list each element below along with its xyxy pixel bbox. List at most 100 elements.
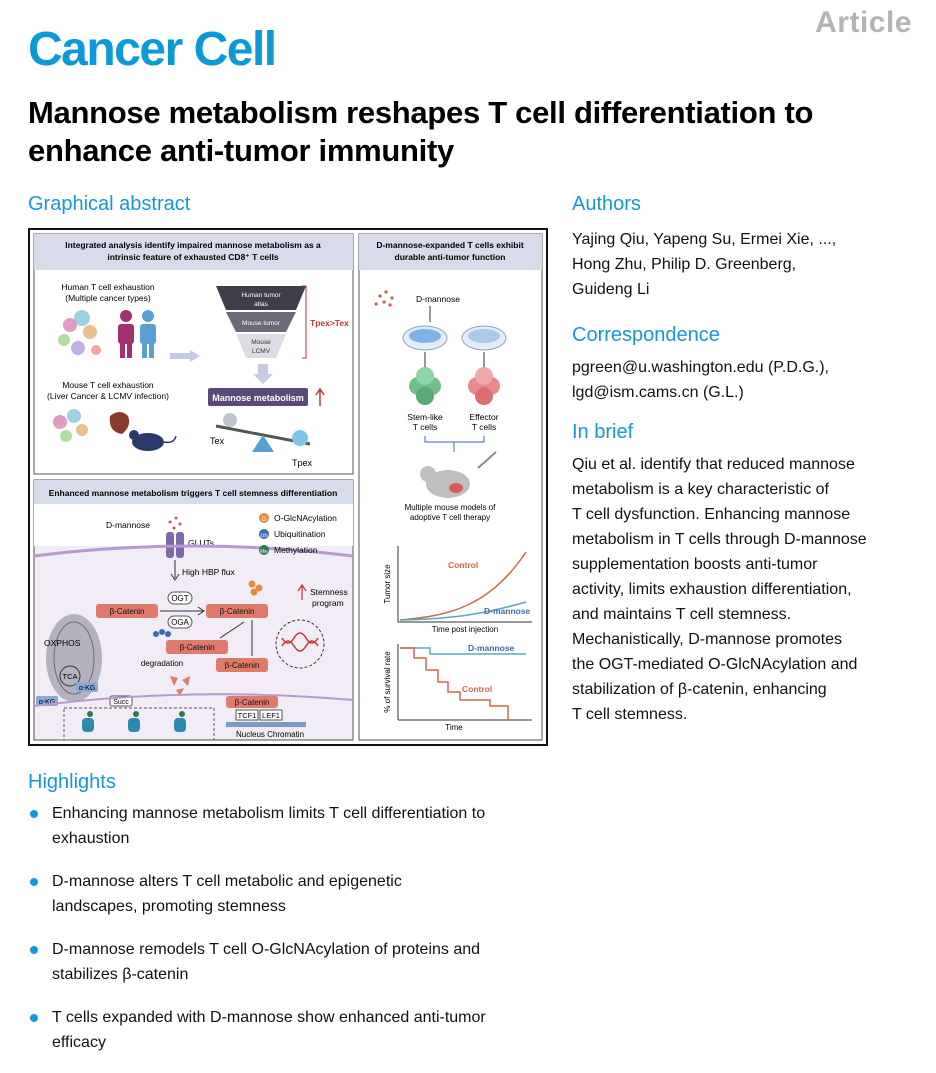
stem-like-label: T cells [413,422,437,432]
models-label: adoptive T cell therapy [410,513,490,522]
akg-label: α-KG [39,699,56,706]
bcatenin-label: β-Catenin [180,643,215,652]
glcnac-label: O-GlcNAcylation [274,513,337,523]
highlight-line: D-mannose remodels T cell O-GlcNAcylatio… [52,941,481,958]
nucleosome-icon [82,711,186,732]
dmannose-label: D-mannose [106,520,150,530]
glcnac-badge-icon [259,513,269,523]
authors-line: Guideng Li [572,281,650,298]
dmannose-dots-icon [168,516,182,530]
highlight-line: D-mannose alters T cell metabolic and ep… [52,873,402,890]
survival-chart: D-mannose Control % of survival rate Tim… [383,643,532,732]
bullet-icon [30,1014,38,1022]
up-arrow-icon [297,583,307,600]
brief-line: the OGT-mediated O-GlcNAcylation and [572,656,858,673]
highlight-item: T cells expanded with D-mannose show enh… [28,1005,568,1055]
bcatenin-label: β-Catenin [225,661,260,670]
article-tag: Article [815,6,912,39]
brief-line: supplementation boosts anti-tumor [572,556,818,573]
brief-line: Qiu et al. identify that reduced mannose [572,456,855,473]
mannose-metabolism-label: Mannose metabolism [212,393,304,403]
bcatenin-box [96,604,158,618]
stemness-label: Stemness [310,587,348,597]
degradation-label: degradation [141,659,183,668]
tsne-cluster-icon [58,310,101,355]
ubiq-badge-icon [259,529,269,539]
survival-xlabel: Time [445,723,463,732]
oxphos-label: OXPHOS [44,638,81,648]
brief-line: T cell dysfunction. Enhancing mannose [572,506,851,523]
bcatenin-box [226,696,278,708]
nuclear-membrane [33,693,354,707]
control-label: Control [448,560,478,570]
panel1-header-bg [34,234,353,270]
dna-strand-icon [226,722,306,727]
control-curve [399,551,527,621]
tsne-cluster-icon [53,409,88,442]
bcatenin-label: β-Catenin [220,607,255,616]
tumor-size-chart: Control D-mannose Tumor size Time post i… [383,546,532,634]
authors-heading: Authors [572,193,641,215]
brief-line: and maintains T cell stemness. [572,606,792,623]
ubiq-badge: Ub [260,533,267,539]
methyl-badge: Me [260,549,268,555]
highlight-line: landscapes, promoting stemness [52,898,286,915]
panel1-title: Integrated analysis identify impaired ma… [65,240,321,250]
authors-line: Hong Zhu, Philip D. Greenberg, [572,256,797,273]
bracket-line [302,285,307,359]
highlight-line: efficacy [52,1034,106,1051]
funnel-label: Mouse tumor [242,320,281,327]
dmannose-label: D-mannose [484,606,531,616]
journal-name: Cancer Cell [28,23,277,76]
panel3-title: Enhanced mannose metabolism triggers T c… [49,488,338,498]
funnel-label: atlas [254,301,268,308]
hbp-label: High HBP flux [182,567,236,577]
email-link[interactable]: pgreen@u.washington.edu (P.D.G.), [572,359,829,376]
survival-ylabel: % of survival rate [383,651,392,713]
tca-cycle-icon [59,665,81,687]
effector-cell-icon [468,367,500,405]
dmannose-curve [399,601,527,621]
ubiquitin-chain-icon [153,629,171,637]
highlight-line: T cells expanded with D-mannose show enh… [52,1009,486,1026]
effector-label: Effector [469,412,498,422]
arrow-shaft [170,353,190,359]
highlight-item: Enhancing mannose metabolism limits T ce… [28,801,568,851]
lef1-label: LEF1 [262,711,280,720]
bullet-icon [30,878,38,886]
panel2-title: D-mannose-expanded T cells exhibit [376,240,524,250]
dna-helix-icon [281,632,319,644]
extracellular-area [34,504,353,546]
chromatin-zoom-box [63,707,215,741]
akg-box [76,682,98,692]
brief-line: metabolism in T cells through D-mannose [572,531,867,548]
highlight-line: stabilizes β-catenin [52,966,189,983]
tcf1-label: TCF1 [238,711,257,720]
glcnac-badge: G [261,516,266,523]
mitochondria-icon [46,614,102,702]
bcatenin-box [166,640,228,654]
highlights-list: Enhancing mannose metabolism limits T ce… [28,801,568,1073]
correspondence-emails[interactable]: pgreen@u.washington.edu (P.D.G.), lgd@is… [572,355,912,405]
mouse-icon [420,451,497,498]
tpex-tex-label: Tpex>Tex [310,318,349,328]
bullet-icon [30,810,38,818]
lef1-box [259,709,283,721]
authors-line: Yajing Qiu, Yapeng Su, Ermei Xie, ..., [572,231,837,248]
brief-line: stabilization of β-catenin, enhancing [572,681,827,698]
highlight-item: D-mannose alters T cell metabolic and ep… [28,869,568,919]
petri-dish-icon [461,325,507,351]
control-curve [400,647,509,720]
dna-zoom-circle [275,619,325,669]
stem-like-label: Stem-like [407,412,443,422]
in-brief-heading: In brief [572,421,634,443]
methyl-label: Methylation [274,545,318,555]
human-figures-icon [118,310,156,358]
human-exhaustion-label: Human T cell exhaustion [61,282,155,292]
email-link[interactable]: lgd@ism.cams.cn (G.L.) [572,384,744,401]
dmannose-dots-icon [374,290,394,307]
succ-label: Succ [113,699,129,706]
highlights-heading: Highlights [28,771,116,793]
mouse-exhaustion-label: Mouse T cell exhaustion [62,380,154,390]
tex-label: Tex [210,436,225,446]
